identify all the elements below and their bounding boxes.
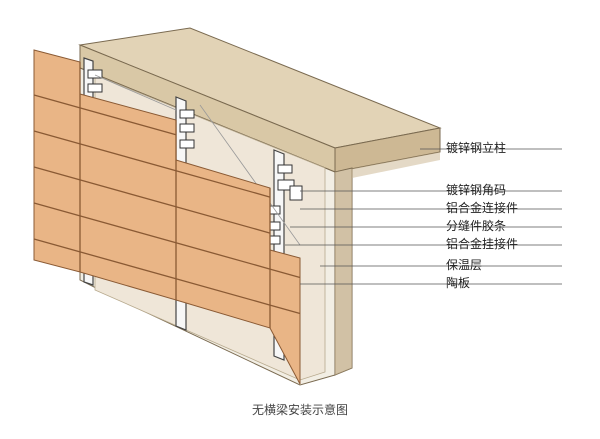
panel-joint [33, 238, 81, 253]
bracket [277, 179, 295, 191]
panel-joint [33, 94, 81, 109]
bracket [179, 109, 195, 119]
panel-joint [33, 202, 81, 217]
panel-joint [269, 268, 301, 279]
panel-joint [33, 166, 81, 181]
panel-joint [175, 170, 271, 198]
label-insulation-layer: 保温层 [446, 258, 483, 272]
bracket [277, 164, 293, 174]
panel-joint [269, 304, 301, 315]
label-aluminum-connector: 铝合金连接件 [446, 201, 519, 215]
panel-joint [79, 179, 177, 208]
insulation-edge [94, 74, 177, 111]
panel-joint [79, 107, 177, 136]
bracket [179, 139, 195, 149]
bracket [289, 185, 303, 201]
panel-joint [175, 278, 271, 306]
panel-column [79, 93, 177, 301]
panel-column [33, 49, 81, 273]
label-terracotta-panel: 陶板 [446, 276, 471, 290]
panel-joint [79, 215, 177, 244]
panel-column [175, 159, 271, 329]
insulation-edge [199, 104, 301, 246]
bracket [87, 69, 103, 79]
label-aluminum-hanger: 铝合金挂接件 [446, 237, 519, 251]
callout-leaders [285, 148, 562, 285]
terracotta-panels [33, 49, 301, 385]
label-galvanized-steel-bracket: 镀锌钢角码 [446, 183, 507, 197]
panel-joint [175, 242, 271, 270]
panel-joint [79, 251, 177, 280]
bracket [87, 83, 103, 93]
panel-joint [33, 130, 81, 145]
label-separation-rubber-strip: 分缝件胶条 [446, 219, 507, 233]
masonry-band [335, 152, 440, 375]
diagram-caption: 无横梁安装示意图 [251, 403, 348, 417]
label-galvanized-steel-column: 镀锌钢立柱 [446, 141, 507, 155]
panel-joint [175, 206, 271, 234]
bracket [179, 123, 195, 133]
panel-joint [79, 143, 177, 172]
